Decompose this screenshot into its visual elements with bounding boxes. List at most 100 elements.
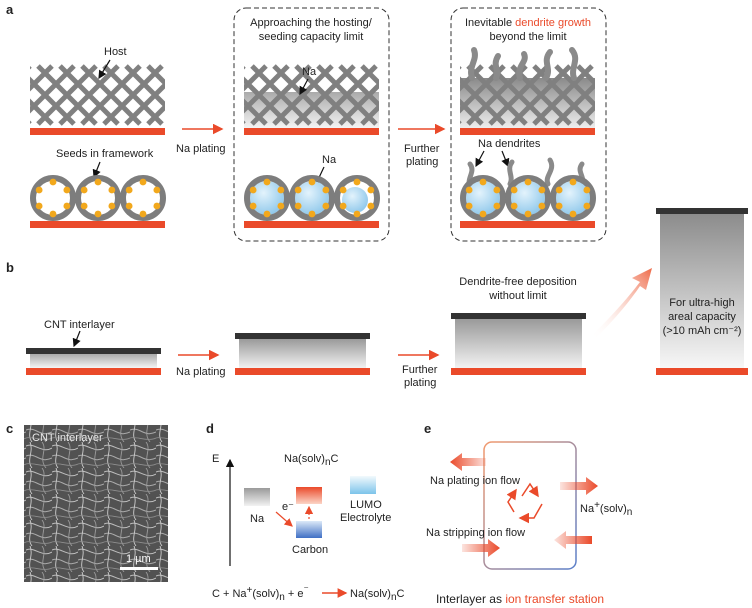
electron-label: e⁻ xyxy=(282,501,294,513)
lattice-strut xyxy=(406,66,464,124)
seed-dot xyxy=(465,202,473,210)
lattice-strut xyxy=(30,120,32,124)
panel-label-a: a xyxy=(6,2,14,17)
lattice-strut xyxy=(192,66,250,124)
current-collector xyxy=(460,221,595,228)
seed-dot xyxy=(125,202,133,210)
framework-ring xyxy=(244,175,290,221)
lattice-strut xyxy=(102,64,164,126)
current-collector xyxy=(244,128,379,135)
seed-dot xyxy=(139,210,147,218)
ion-label: Na+(solv)n xyxy=(580,500,632,518)
na-pointer-top xyxy=(299,78,309,96)
seed-dot xyxy=(108,202,116,210)
sem-image-tint xyxy=(24,425,168,582)
lattice-strut xyxy=(244,76,290,126)
current-collector xyxy=(235,368,370,375)
lattice-strut xyxy=(192,66,250,124)
seed-dot xyxy=(583,186,591,194)
lattice-strut xyxy=(170,66,228,124)
lattice-strut xyxy=(124,64,165,109)
seed-dot xyxy=(538,186,546,194)
plating-flow-label: Na plating ion flow xyxy=(430,475,520,487)
seed-framework-full xyxy=(460,175,596,221)
box2-title-line1: Inevitable dendrite growth xyxy=(465,17,591,29)
dendrite-pointer-right xyxy=(501,150,510,168)
host-pointer xyxy=(98,59,111,80)
seed-dot xyxy=(277,186,285,194)
seed-dot xyxy=(80,202,88,210)
current-collector xyxy=(30,221,165,228)
seed-dot xyxy=(308,210,316,218)
lattice-strut xyxy=(554,64,595,109)
cnt-label: CNT interlayer xyxy=(44,319,115,331)
seed-dot xyxy=(339,186,347,194)
capacity-limit-box xyxy=(233,7,390,242)
stripping-flow-arrow xyxy=(462,539,500,557)
seed-dot xyxy=(294,202,302,210)
seed-dot xyxy=(538,202,546,210)
seed-dot xyxy=(49,210,57,218)
sem-image-label: CNT interlayer xyxy=(32,432,103,444)
lattice-strut xyxy=(622,66,680,124)
seed-dot xyxy=(125,186,133,194)
seed-dot xyxy=(367,202,375,210)
seed-dot xyxy=(249,186,257,194)
seed-dot xyxy=(263,178,271,186)
lumo-label: LUMO xyxy=(350,499,382,511)
seed-dot xyxy=(493,186,501,194)
lattice-strut xyxy=(30,98,54,126)
lattice-strut xyxy=(30,76,76,126)
na-level xyxy=(244,488,270,506)
lattice-strut xyxy=(622,66,680,124)
na-deposit-tall xyxy=(660,214,744,368)
seed-dot xyxy=(322,202,330,210)
panel-label-e: e xyxy=(424,421,431,436)
dendrite-pointer-left xyxy=(475,150,485,168)
seed-dot xyxy=(94,210,102,218)
stripping-flow-arrow-right xyxy=(554,531,592,549)
seed-dot xyxy=(583,202,591,210)
current-collector xyxy=(656,368,748,375)
lumo-level xyxy=(350,476,376,494)
lattice-strut xyxy=(460,98,484,126)
lattice-strut xyxy=(36,64,98,126)
framework-ring xyxy=(120,175,166,221)
sem-image xyxy=(24,425,168,582)
lattice-strut xyxy=(460,76,506,126)
seed-dot xyxy=(80,186,88,194)
complex-level xyxy=(296,487,322,504)
seed-framework-filled xyxy=(244,175,380,221)
electron-arrow xyxy=(275,511,293,527)
framework-ring xyxy=(289,175,335,221)
cnt-interlayer xyxy=(656,208,748,214)
seed-framework xyxy=(30,175,166,221)
seed-dot xyxy=(353,178,361,186)
seed-dot xyxy=(510,186,518,194)
plating-flow-arrow-right xyxy=(560,477,598,495)
further-line2-a: plating xyxy=(406,156,438,168)
seed-dot xyxy=(465,186,473,194)
na-deposit-thin xyxy=(30,354,157,368)
station-caption: Interlayer as ion transfer station xyxy=(436,592,604,606)
lattice-strut xyxy=(576,103,595,126)
lattice-strut xyxy=(360,103,379,126)
panel-label-d: d xyxy=(206,421,214,436)
seed-dot xyxy=(353,210,361,218)
lattice-strut xyxy=(600,66,658,124)
seed-dot xyxy=(63,202,71,210)
lattice-strut xyxy=(360,64,379,87)
lattice-strut xyxy=(338,64,379,109)
scale-bar xyxy=(120,567,158,570)
seed-dot xyxy=(524,178,532,186)
seed-dot xyxy=(153,186,161,194)
recycle-icon xyxy=(506,482,543,524)
capacity-line3: (>10 mAh cm⁻²) xyxy=(663,325,742,337)
capacity-line1: For ultra-high xyxy=(669,297,734,309)
electrolyte-label: Electrolyte xyxy=(340,512,391,524)
lattice-strut xyxy=(294,64,356,126)
stripping-flow-label: Na stripping ion flow xyxy=(426,527,525,539)
seed-dot xyxy=(277,202,285,210)
seed-dot xyxy=(510,202,518,210)
